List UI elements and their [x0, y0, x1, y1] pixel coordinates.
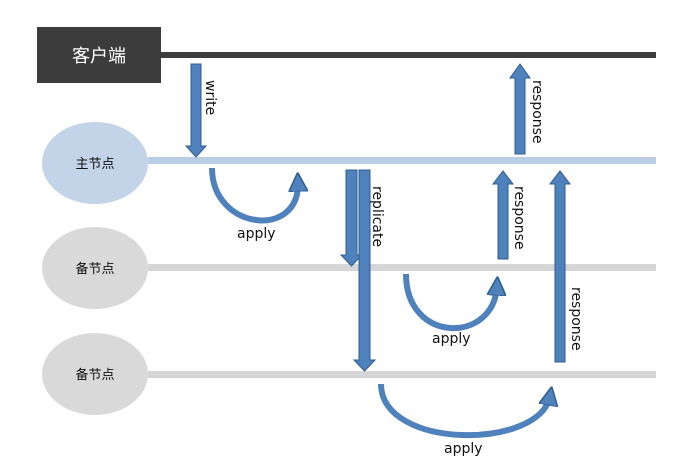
- secondary-1-timeline: [148, 264, 656, 271]
- replicate-arrow-secondary-1: [339, 169, 364, 267]
- response-client-label: response: [529, 80, 545, 144]
- secondary-2-timeline: [148, 371, 656, 378]
- client-label: 客户端: [72, 46, 126, 67]
- apply-secondary-2-label: apply: [444, 441, 483, 457]
- response-secondary-2-label: response: [568, 287, 584, 351]
- secondary-node-1-label: 备节点: [75, 261, 114, 277]
- apply-primary-arrow: [209, 167, 298, 224]
- secondary-node-2-label: 备节点: [75, 367, 114, 383]
- write-arrow: [184, 63, 208, 158]
- replicate-arrow-secondary-2: [352, 169, 377, 372]
- replicate-label: replicate: [369, 186, 385, 247]
- apply-secondary-2-arrow: [378, 383, 550, 439]
- secondary-node-2: [42, 333, 148, 415]
- primary-node-label: 主节点: [75, 157, 114, 172]
- write-label: write: [202, 80, 218, 115]
- primary-timeline: [148, 157, 656, 164]
- client-timeline: [160, 52, 656, 58]
- response-secondary-2-arrow: [548, 170, 572, 363]
- apply-primary-label: apply: [237, 226, 276, 242]
- response-secondary-1-label: response: [511, 186, 527, 250]
- apply-secondary-1-label: apply: [432, 331, 471, 347]
- response-client-arrow: [509, 63, 531, 155]
- response-secondary-1-arrow: [491, 170, 515, 260]
- primary-node: [42, 122, 148, 204]
- secondary-node-1: [42, 227, 148, 309]
- apply-secondary-1-arrow: [403, 273, 497, 332]
- client-box: [37, 27, 161, 83]
